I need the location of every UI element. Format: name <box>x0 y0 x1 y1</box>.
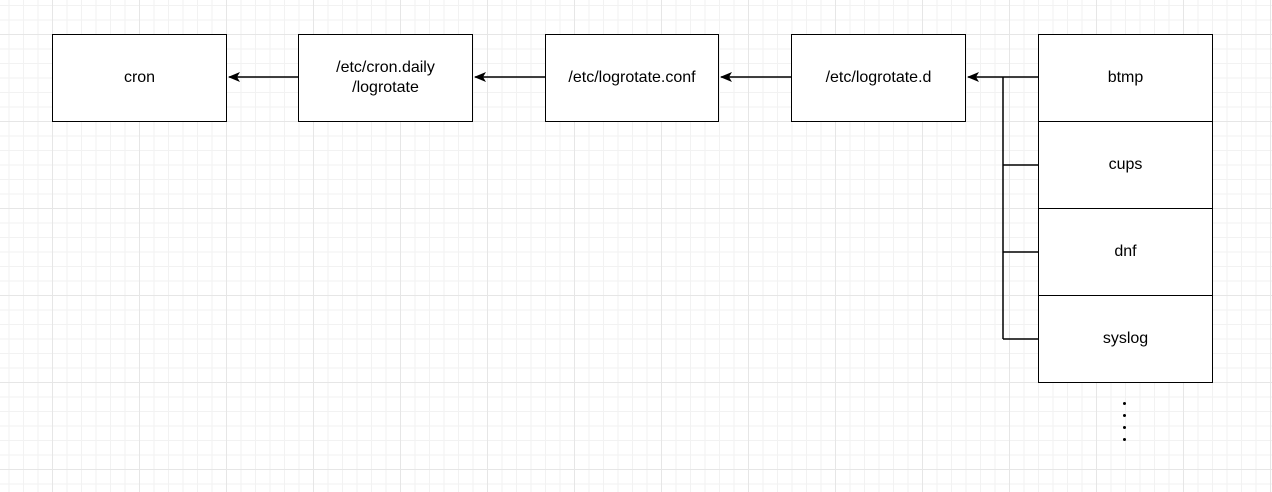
node-config-syslog: syslog <box>1038 295 1213 383</box>
node-logrotate-d-label: /etc/logrotate.d <box>825 69 932 86</box>
ellipsis-dot <box>1123 438 1126 441</box>
node-config-dnf-label: dnf <box>1114 243 1137 260</box>
ellipsis-dot <box>1123 414 1126 417</box>
node-cron: cron <box>52 34 227 122</box>
node-logrotate-conf-label: /etc/logrotate.conf <box>568 69 696 86</box>
vertical-ellipsis <box>1121 402 1129 442</box>
node-logrotate-d: /etc/logrotate.d <box>791 34 966 122</box>
node-config-cups: cups <box>1038 121 1213 209</box>
node-logrotate-conf: /etc/logrotate.conf <box>545 34 719 122</box>
node-cron-label: cron <box>123 69 156 86</box>
node-config-btmp-label: btmp <box>1107 69 1144 86</box>
node-config-dnf: dnf <box>1038 208 1213 296</box>
node-cron-daily-logrotate-line-2: /logrotate <box>352 79 419 96</box>
node-cron-daily-logrotate-label: /etc/cron.daily /logrotate <box>336 58 435 98</box>
ellipsis-dot <box>1123 402 1126 405</box>
node-config-btmp: btmp <box>1038 34 1213 122</box>
node-cron-daily-logrotate: /etc/cron.daily /logrotate <box>298 34 473 122</box>
ellipsis-dot <box>1123 426 1126 429</box>
node-config-cups-label: cups <box>1108 156 1143 173</box>
node-config-syslog-label: syslog <box>1102 330 1149 347</box>
node-cron-daily-logrotate-line-1: /etc/cron.daily <box>336 59 435 76</box>
